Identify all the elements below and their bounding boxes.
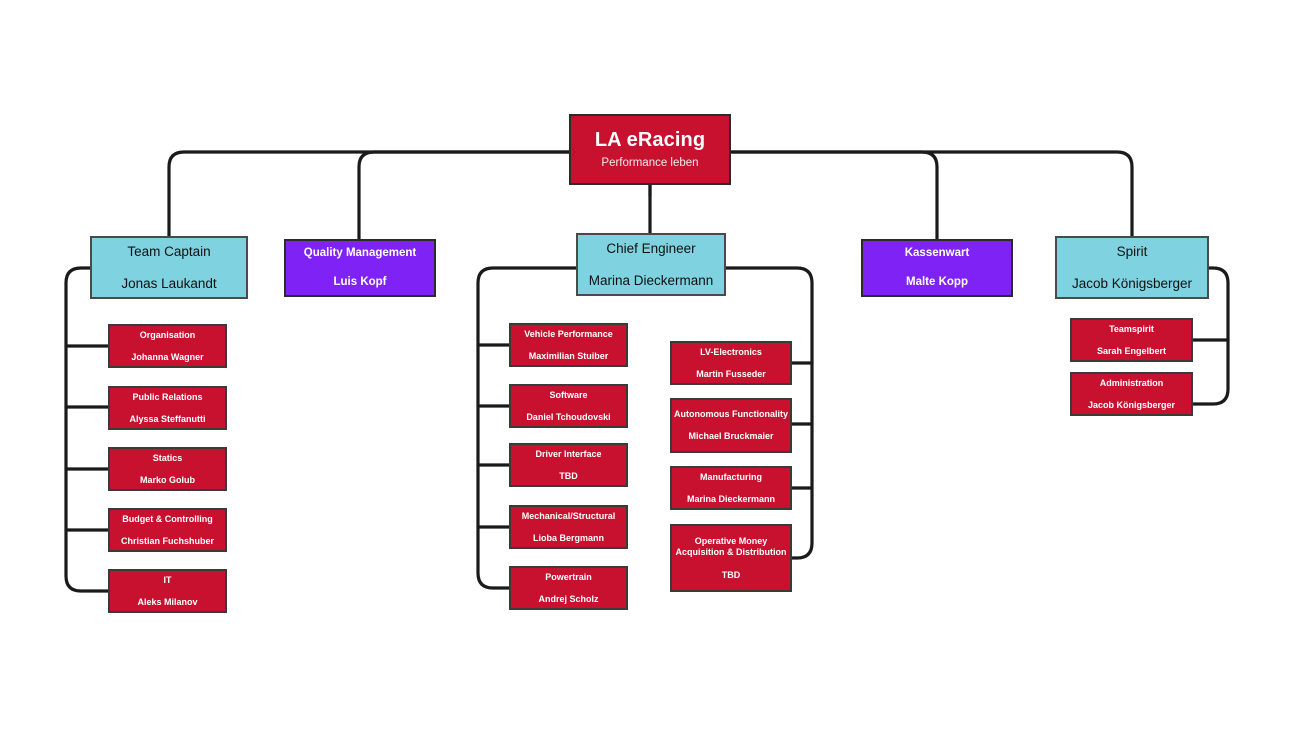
- node-organisation[interactable]: Organisation Johanna Wagner: [108, 324, 227, 368]
- node-chief-engineer-role: Chief Engineer: [606, 240, 696, 256]
- node-quality-management[interactable]: Quality Management Luis Kopf: [284, 239, 436, 297]
- node-driver-interface[interactable]: Driver Interface TBD: [509, 443, 628, 487]
- node-lv-electronics-role: LV-Electronics: [700, 346, 762, 357]
- node-public-relations[interactable]: Public Relations Alyssa Steffanutti: [108, 386, 227, 430]
- node-manufacturing-person: Marina Dieckermann: [686, 493, 776, 504]
- node-teamspirit-person: Sarah Engelbert: [1096, 345, 1167, 356]
- node-budget-controlling[interactable]: Budget & Controlling Christian Fuchshube…: [108, 508, 227, 552]
- node-administration-role: Administration: [1099, 377, 1164, 388]
- node-operative-money[interactable]: Operative Money Acquisition & Distributi…: [670, 524, 792, 592]
- node-kassenwart-person: Malte Kopp: [906, 276, 968, 288]
- node-vehicle-performance[interactable]: Vehicle Performance Maximilian Stuiber: [509, 323, 628, 367]
- node-administration[interactable]: Administration Jacob Königsberger: [1070, 372, 1193, 416]
- node-powertrain-role: Powertrain: [545, 571, 592, 582]
- node-chief-engineer[interactable]: Chief Engineer Marina Dieckermann: [576, 233, 726, 296]
- node-statics-person: Marko Golub: [139, 474, 195, 485]
- node-driver-interface-person: TBD: [559, 470, 578, 481]
- node-software-role: Software: [549, 389, 588, 400]
- node-manufacturing-role: Manufacturing: [700, 471, 762, 482]
- node-statics[interactable]: Statics Marko Golub: [108, 447, 227, 491]
- node-teamspirit[interactable]: Teamspirit Sarah Engelbert: [1070, 318, 1193, 362]
- node-budget-controlling-person: Christian Fuchshuber: [120, 535, 214, 546]
- node-public-relations-role: Public Relations: [132, 391, 203, 402]
- node-root[interactable]: LA eRacing Performance leben: [569, 114, 731, 185]
- node-operative-money-person: TBD: [721, 569, 741, 580]
- node-manufacturing[interactable]: Manufacturing Marina Dieckermann: [670, 466, 792, 510]
- node-vehicle-performance-person: Maximilian Stuiber: [528, 350, 609, 361]
- node-driver-interface-role: Driver Interface: [535, 448, 602, 459]
- node-autonomous-functionality-role: Autonomous Functionality: [674, 409, 788, 420]
- node-quality-management-person: Luis Kopf: [333, 276, 387, 288]
- node-spirit-role: Spirit: [1116, 243, 1148, 259]
- node-administration-person: Jacob Königsberger: [1087, 399, 1176, 410]
- node-public-relations-person: Alyssa Steffanutti: [129, 413, 206, 424]
- node-root-tagline: Performance leben: [601, 156, 699, 169]
- node-powertrain-person: Andrej Scholz: [538, 593, 599, 604]
- node-budget-controlling-role: Budget & Controlling: [122, 513, 213, 524]
- node-team-captain-person: Jonas Laukandt: [121, 275, 217, 291]
- node-it-person: Aleks Milanov: [137, 596, 198, 607]
- node-autonomous-functionality[interactable]: Autonomous Functionality Michael Bruckma…: [670, 398, 792, 453]
- node-mechanical-structural-role: Mechanical/Structural: [521, 510, 616, 521]
- node-lv-electronics[interactable]: LV-Electronics Martin Fusseder: [670, 341, 792, 385]
- node-organisation-role: Organisation: [139, 329, 196, 340]
- node-statics-role: Statics: [152, 452, 183, 463]
- node-mechanical-structural-person: Lioba Bergmann: [532, 532, 604, 543]
- node-quality-management-role: Quality Management: [303, 246, 417, 259]
- node-it-role: IT: [163, 574, 172, 585]
- node-teamspirit-role: Teamspirit: [1109, 323, 1154, 334]
- node-team-captain[interactable]: Team Captain Jonas Laukandt: [90, 236, 248, 299]
- node-kassenwart-role: Kassenwart: [904, 246, 970, 259]
- node-software-person: Daniel Tchoudovski: [526, 411, 611, 422]
- node-autonomous-functionality-person: Michael Bruckmaier: [688, 431, 774, 442]
- node-chief-engineer-person: Marina Dieckermann: [588, 272, 714, 288]
- node-kassenwart[interactable]: Kassenwart Malte Kopp: [861, 239, 1013, 297]
- node-software[interactable]: Software Daniel Tchoudovski: [509, 384, 628, 428]
- node-vehicle-performance-role: Vehicle Performance: [524, 328, 613, 339]
- node-mechanical-structural[interactable]: Mechanical/Structural Lioba Bergmann: [509, 505, 628, 549]
- node-team-captain-role: Team Captain: [127, 243, 211, 259]
- node-spirit-person: Jacob Königsberger: [1071, 275, 1193, 291]
- node-powertrain[interactable]: Powertrain Andrej Scholz: [509, 566, 628, 610]
- wire-captain-spine: [64, 266, 110, 593]
- node-root-role: LA eRacing: [594, 128, 706, 151]
- node-it[interactable]: IT Aleks Milanov: [108, 569, 227, 613]
- node-organisation-person: Johanna Wagner: [131, 351, 204, 362]
- node-operative-money-role: Operative Money Acquisition & Distributi…: [675, 536, 787, 558]
- node-spirit[interactable]: Spirit Jacob Königsberger: [1055, 236, 1209, 299]
- node-lv-electronics-person: Martin Fusseder: [696, 368, 766, 379]
